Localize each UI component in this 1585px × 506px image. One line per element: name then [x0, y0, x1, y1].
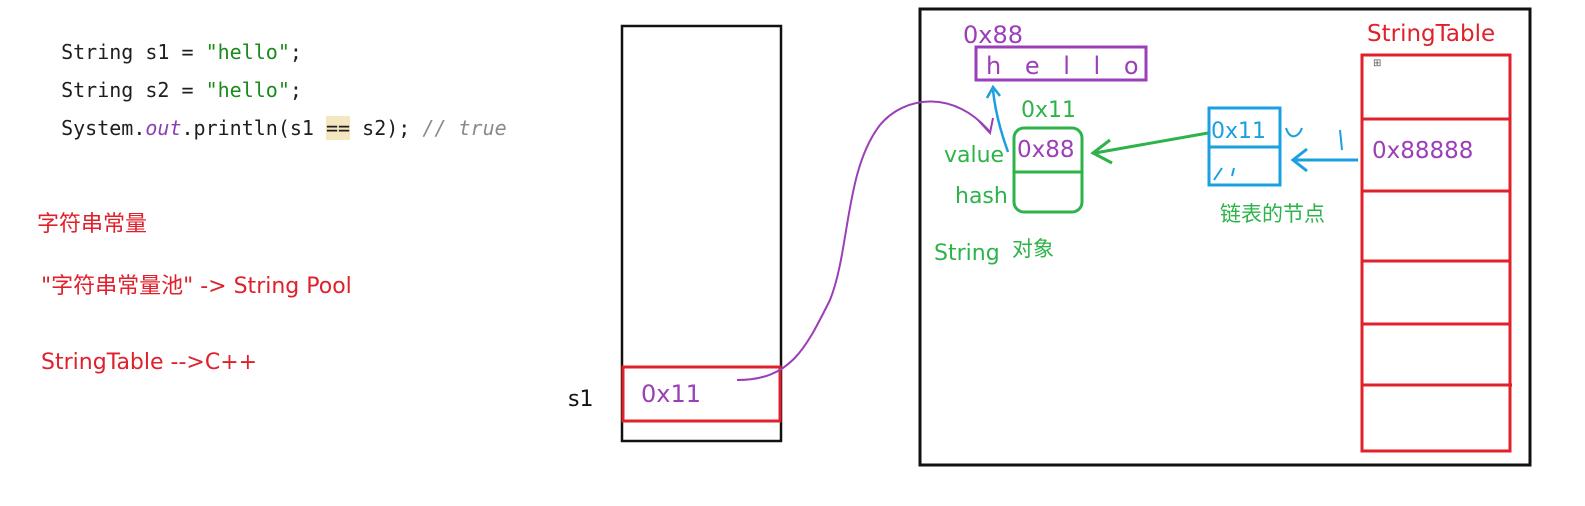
value-to-hello-arrow — [991, 89, 1010, 153]
heap-area — [918, 7, 1532, 467]
char-array-box — [974, 45, 1148, 82]
node-label: 链表的节点 — [1220, 202, 1325, 226]
object-label: 对象 — [1012, 237, 1054, 261]
stringtable-entry: 0x88888 — [1372, 138, 1474, 164]
code-semicolon: ; — [289, 78, 302, 102]
code-line-3: System.out.println(s1 == s2); // true — [37, 92, 507, 140]
code-line-1: String s1 = "hello"; — [37, 16, 302, 64]
code-field-out: out — [145, 116, 182, 140]
code-declaration: String s1 = — [61, 40, 206, 64]
hello-chars: h e l l o — [986, 52, 1147, 80]
s1-label: s1 — [568, 387, 594, 412]
stringtable-title: StringTable — [1367, 21, 1496, 47]
code-system: System. — [61, 116, 146, 140]
value-label: value — [944, 143, 1005, 168]
node-to-object-arrowhead — [1090, 138, 1113, 165]
code-string-literal: "hello" — [205, 78, 290, 102]
node-scribble — [1213, 167, 1235, 181]
node-box — [1207, 106, 1282, 187]
node-scribble — [1285, 127, 1303, 138]
s1-slot — [621, 365, 782, 423]
node-scribble — [1339, 129, 1343, 151]
code-line-2: String s2 = "hello"; — [37, 54, 302, 102]
note-stringtable-cpp: StringTable -->C++ — [41, 350, 258, 375]
value-to-hello-arrowhead — [985, 84, 1001, 99]
string-object-address: 0x11 — [1021, 98, 1077, 123]
s1-reference-arrowhead — [977, 117, 994, 136]
value-field: 0x88 — [1017, 137, 1075, 163]
note-string-constant: 字符串常量 — [37, 212, 148, 237]
string-object-box — [1012, 126, 1084, 214]
node-to-object-arrow — [1094, 131, 1209, 155]
code-semicolon: ; — [289, 40, 302, 64]
s1-value: 0x11 — [641, 380, 702, 408]
s1-reference-curve — [736, 100, 991, 381]
node-address: 0x11 — [1211, 119, 1267, 144]
code-string-literal: "hello" — [205, 40, 290, 64]
stack-frame — [620, 24, 783, 443]
note-string-pool: "字符串常量池" -> String Pool — [41, 274, 352, 299]
code-declaration: String s2 = — [61, 78, 206, 102]
hello-address: 0x88 — [963, 21, 1024, 49]
string-type-label: String — [934, 241, 1000, 266]
code-println: .println(s1 — [181, 116, 327, 140]
hash-label: hash — [955, 184, 1008, 209]
code-equality-operator: == — [326, 116, 351, 140]
code-println-end: s2); — [350, 116, 423, 140]
stringtable-marker-icon: ⊞ — [1373, 58, 1382, 69]
stringtable-box — [1360, 53, 1512, 453]
table-to-node-arrowhead — [1290, 147, 1308, 173]
code-comment: // true — [422, 116, 507, 140]
